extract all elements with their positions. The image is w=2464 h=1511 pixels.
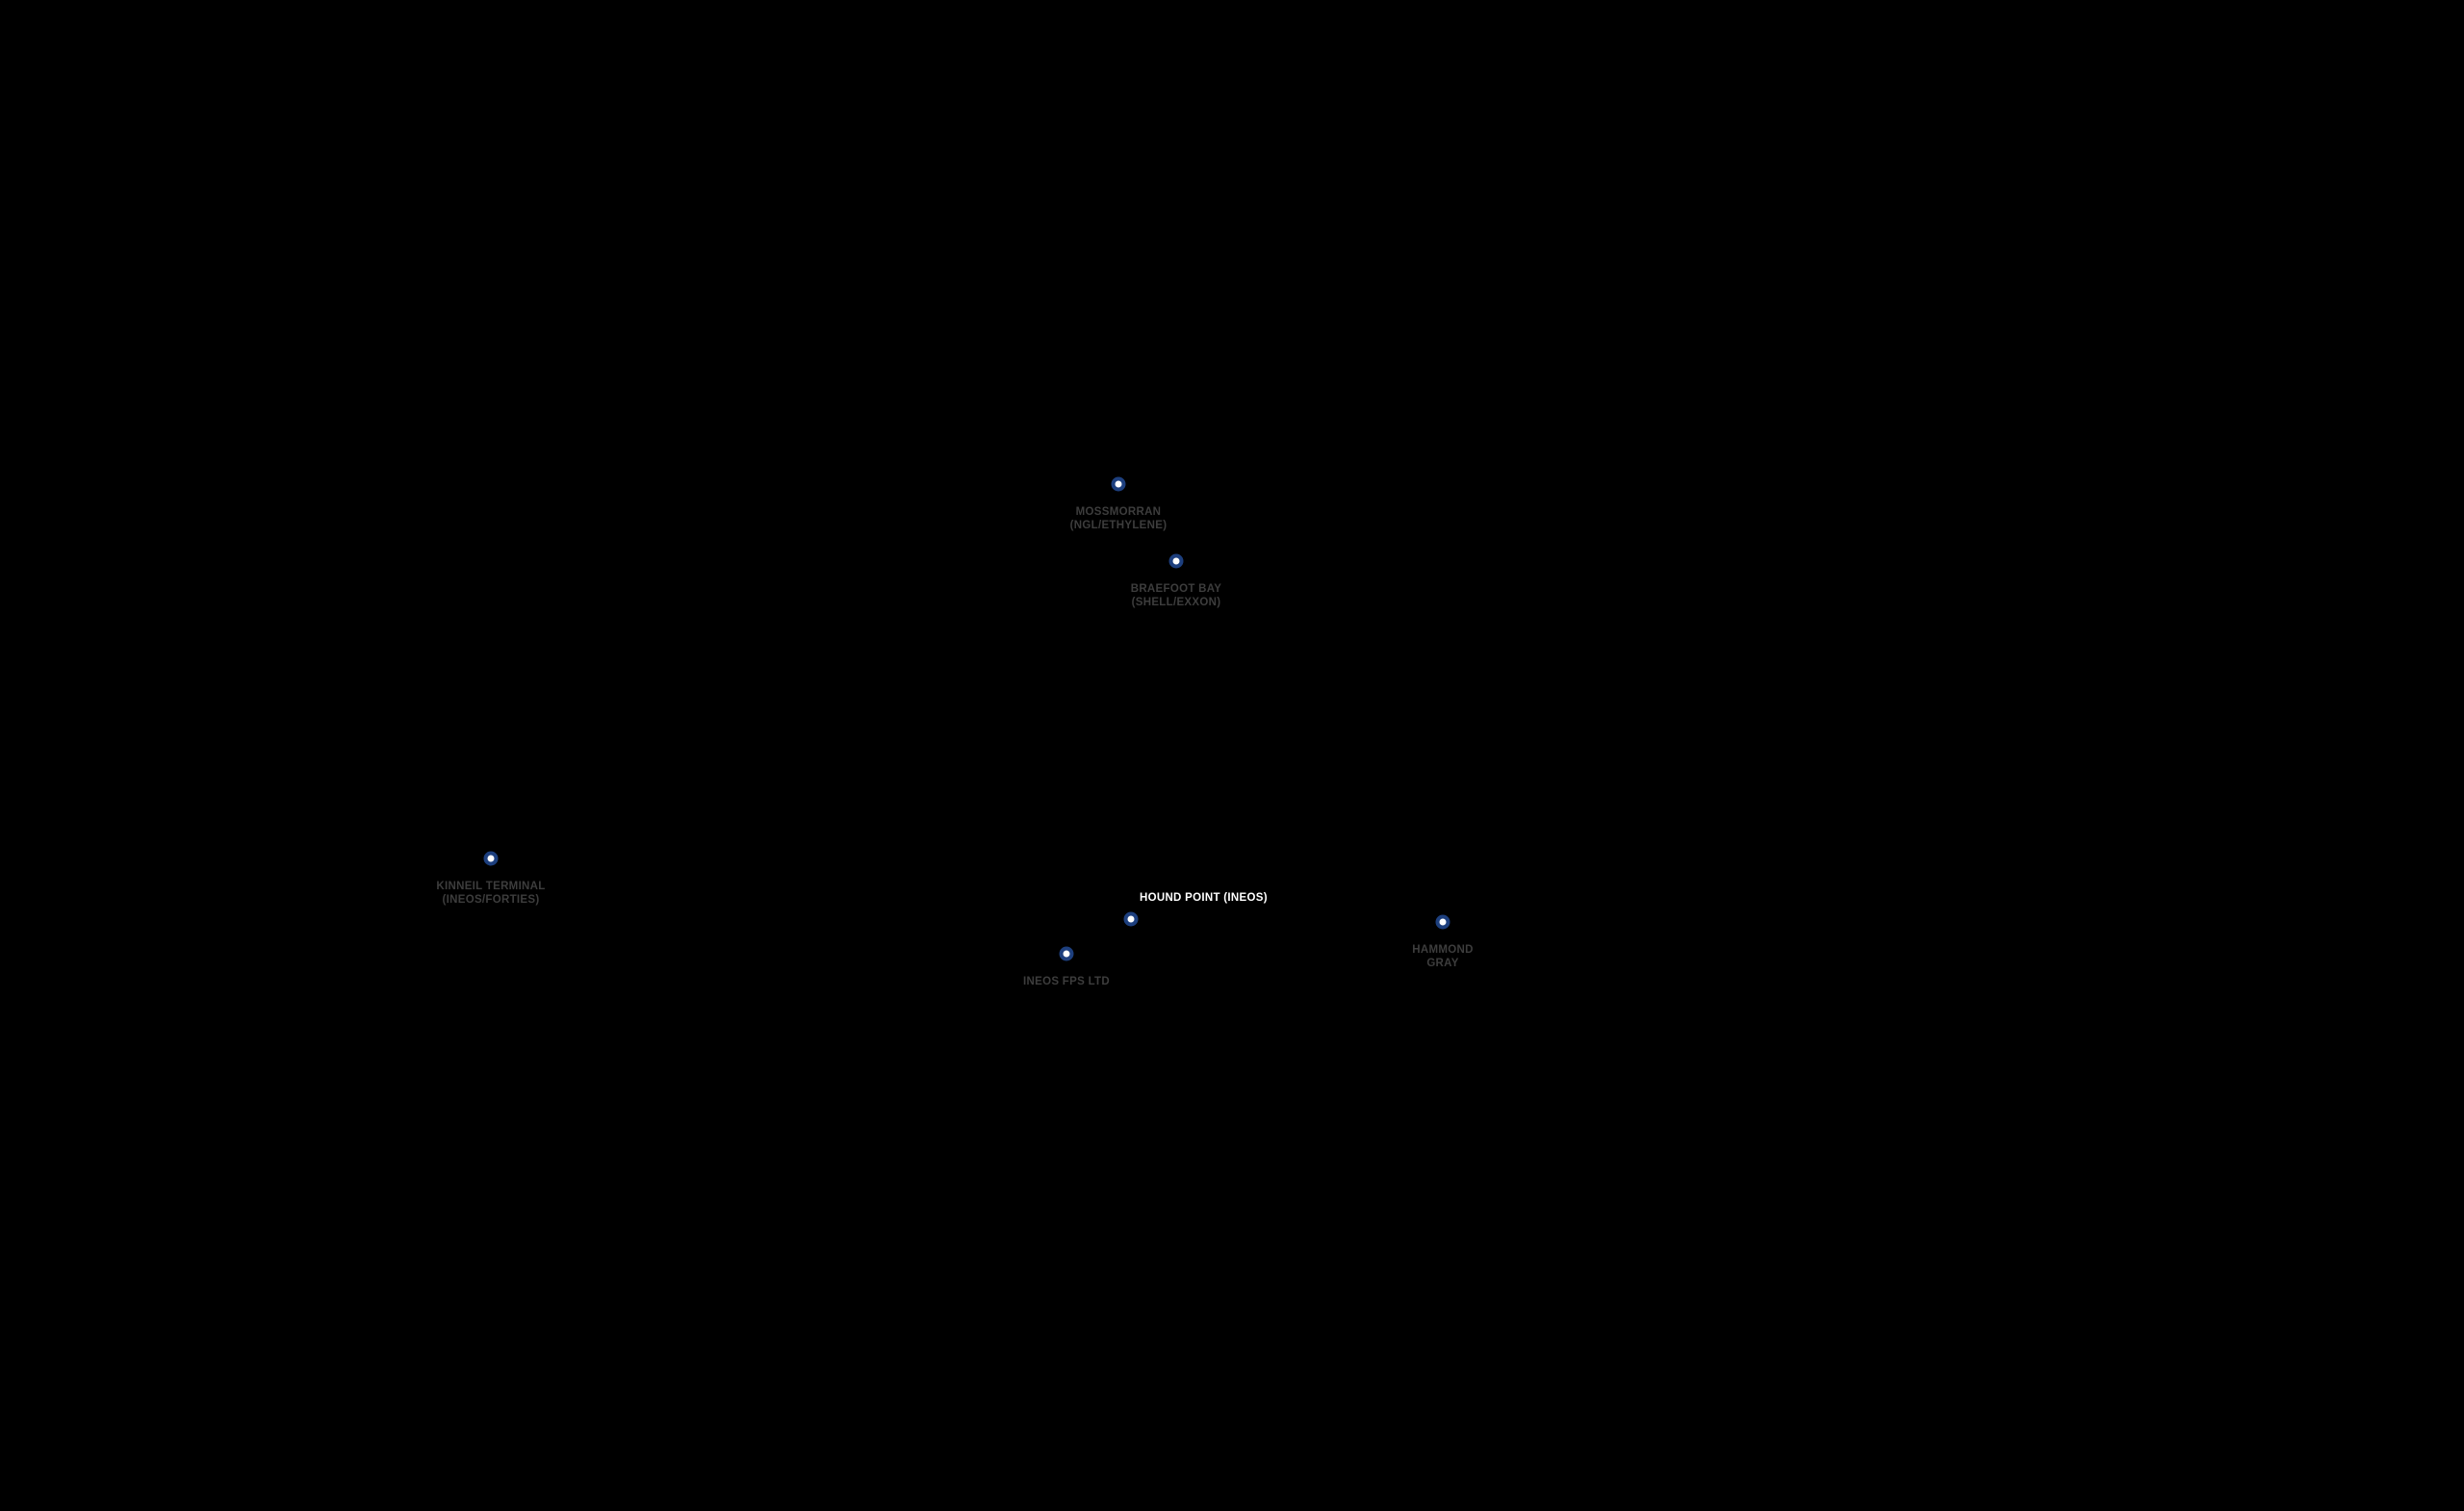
marker-label-line: MOSSMORRAN: [1075, 506, 1162, 518]
marker-label-line: GRAY: [1426, 957, 1459, 969]
map-pin-icon[interactable]: [1168, 553, 1184, 569]
map-pin-icon[interactable]: [1435, 914, 1450, 930]
marker-label-line: (NGL/ETHYLENE): [1069, 519, 1168, 531]
marker-label-highlighted: HOUND POINT (INEOS): [1140, 892, 1268, 906]
marker-label-line: BRAEFOOT BAY: [1130, 583, 1222, 595]
marker-label-line: KINNEIL TERMINAL: [436, 881, 546, 892]
marker-label: MOSSMORRAN (NGL/ETHYLENE): [1070, 506, 1168, 532]
marker-label: INEOS FPS LTD: [1023, 976, 1110, 989]
marker-label-line: (SHELL/EXXON): [1131, 596, 1221, 608]
marker-label-line: HAMMOND: [1412, 944, 1474, 956]
map-pin-icon[interactable]: [1111, 476, 1126, 492]
marker-label: KINNEIL TERMINAL (INEOS/FORTIES): [436, 881, 545, 907]
map-pin-icon[interactable]: [483, 851, 499, 866]
marker-label-line: HOUND POINT (INEOS): [1140, 891, 1268, 904]
marker-label: BRAEFOOT BAY (SHELL/EXXON): [1131, 583, 1222, 609]
marker-label-line: (INEOS/FORTIES): [442, 893, 540, 906]
marker-label-line: INEOS FPS LTD: [1023, 976, 1110, 987]
marker-label: HAMMOND GRAY: [1412, 944, 1473, 970]
map-pin-icon[interactable]: [1123, 911, 1139, 927]
map-pin-icon[interactable]: [1059, 946, 1074, 961]
